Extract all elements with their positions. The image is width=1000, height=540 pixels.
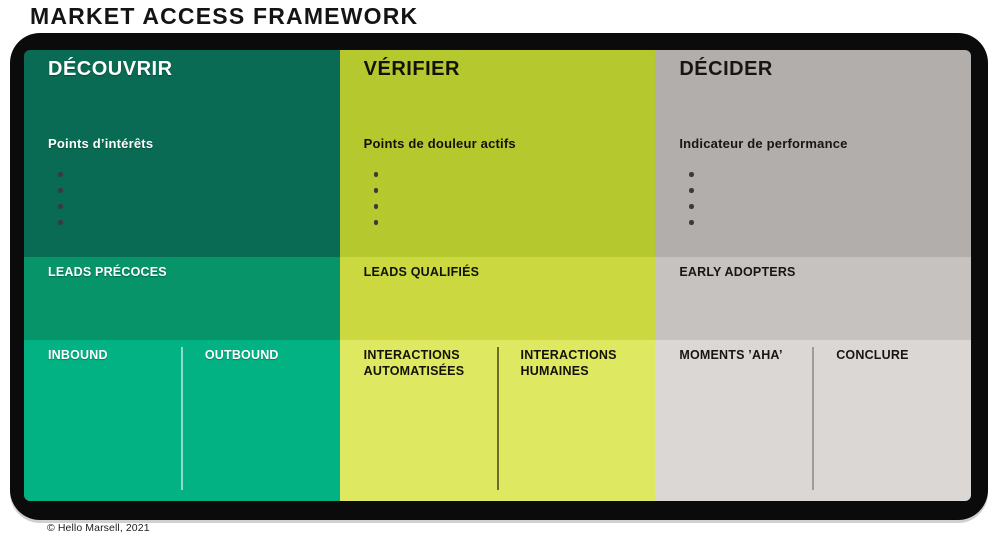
bullet-dot <box>58 172 63 177</box>
cell-label: OUTBOUND <box>204 348 279 362</box>
cell-label: MOMENTS ’AHA’ <box>679 348 783 362</box>
decouvrir-mid-section: LEADS PRÉCOCES <box>24 257 340 340</box>
framework-board: DÉCOUVRIR Points d’intérêts LEADS PRÉCOC… <box>24 50 971 501</box>
section-label-points-interets: Points d’intérêts <box>48 136 154 151</box>
bullet-dot <box>58 220 63 225</box>
decider-bottom-section: MOMENTS ’AHA’ CONCLURE <box>655 340 971 501</box>
verifier-top-section: VÉRIFIER Points de douleur actifs <box>339 50 656 257</box>
bullet-dot <box>689 220 694 225</box>
decouvrir-bottom-section: INBOUND OUTBOUND <box>24 340 340 501</box>
cell-label: CONCLURE <box>836 348 909 362</box>
bullet-dot <box>373 188 379 193</box>
bullet-dot <box>373 172 379 177</box>
decider-top-section: DÉCIDER Indicateur de performance <box>655 50 971 257</box>
mid-label-leads-qualifies: LEADS QUALIFIÉS <box>363 265 480 279</box>
section-label-indicateur-performance: Indicateur de performance <box>679 136 848 151</box>
mid-label-leads-precoces: LEADS PRÉCOCES <box>48 265 167 279</box>
page-title: MARKET ACCESS FRAMEWORK <box>30 3 419 29</box>
cell-moments-aha: MOMENTS ’AHA’ <box>655 340 812 501</box>
bullet-list <box>373 172 379 236</box>
cell-label: INBOUND <box>48 348 108 362</box>
cell-interactions-humaines: INTERACTIONS HUMAINES <box>499 340 656 501</box>
section-label-points-douleur: Points de douleur actifs <box>363 136 516 151</box>
column-decouvrir: DÉCOUVRIR Points d’intérêts LEADS PRÉCOC… <box>24 50 340 501</box>
bullet-dot <box>689 204 694 209</box>
cell-outbound: OUTBOUND <box>183 340 340 501</box>
cell-conclure: CONCLURE <box>814 340 971 501</box>
verifier-mid-section: LEADS QUALIFIÉS <box>339 257 656 340</box>
bullet-dot <box>689 172 694 177</box>
decouvrir-top-section: DÉCOUVRIR Points d’intérêts <box>24 50 340 257</box>
cell-interactions-automatisees: INTERACTIONS AUTOMATISÉES <box>340 340 497 501</box>
vertical-divider <box>180 347 183 490</box>
bullet-dot <box>58 188 63 193</box>
column-verifier: VÉRIFIER Points de douleur actifs LEADS … <box>339 50 656 501</box>
bullet-list <box>58 172 63 236</box>
bullet-dot <box>689 188 694 193</box>
cell-inbound: INBOUND <box>24 340 181 501</box>
cell-label: INTERACTIONS AUTOMATISÉES <box>363 348 465 379</box>
cell-label: INTERACTIONS HUMAINES <box>520 348 617 379</box>
framework-frame: DÉCOUVRIR Points d’intérêts LEADS PRÉCOC… <box>10 33 988 520</box>
vertical-divider <box>812 347 815 490</box>
copyright: © Hello Marsell, 2021 <box>47 522 150 534</box>
decider-mid-section: EARLY ADOPTERS <box>655 257 971 340</box>
bullet-dot <box>373 220 379 225</box>
column-decider: DÉCIDER Indicateur de performance EARLY … <box>655 50 971 501</box>
column-header-decider: DÉCIDER <box>679 58 773 80</box>
bullet-list <box>689 172 694 236</box>
column-header-decouvrir: DÉCOUVRIR <box>48 58 173 80</box>
mid-label-early-adopters: EARLY ADOPTERS <box>679 265 796 279</box>
bullet-dot <box>373 204 379 209</box>
column-header-verifier: VÉRIFIER <box>363 58 460 80</box>
vertical-divider <box>496 347 499 490</box>
bullet-dot <box>58 204 63 209</box>
verifier-bottom-section: INTERACTIONS AUTOMATISÉES INTERACTIONS H… <box>339 340 656 501</box>
